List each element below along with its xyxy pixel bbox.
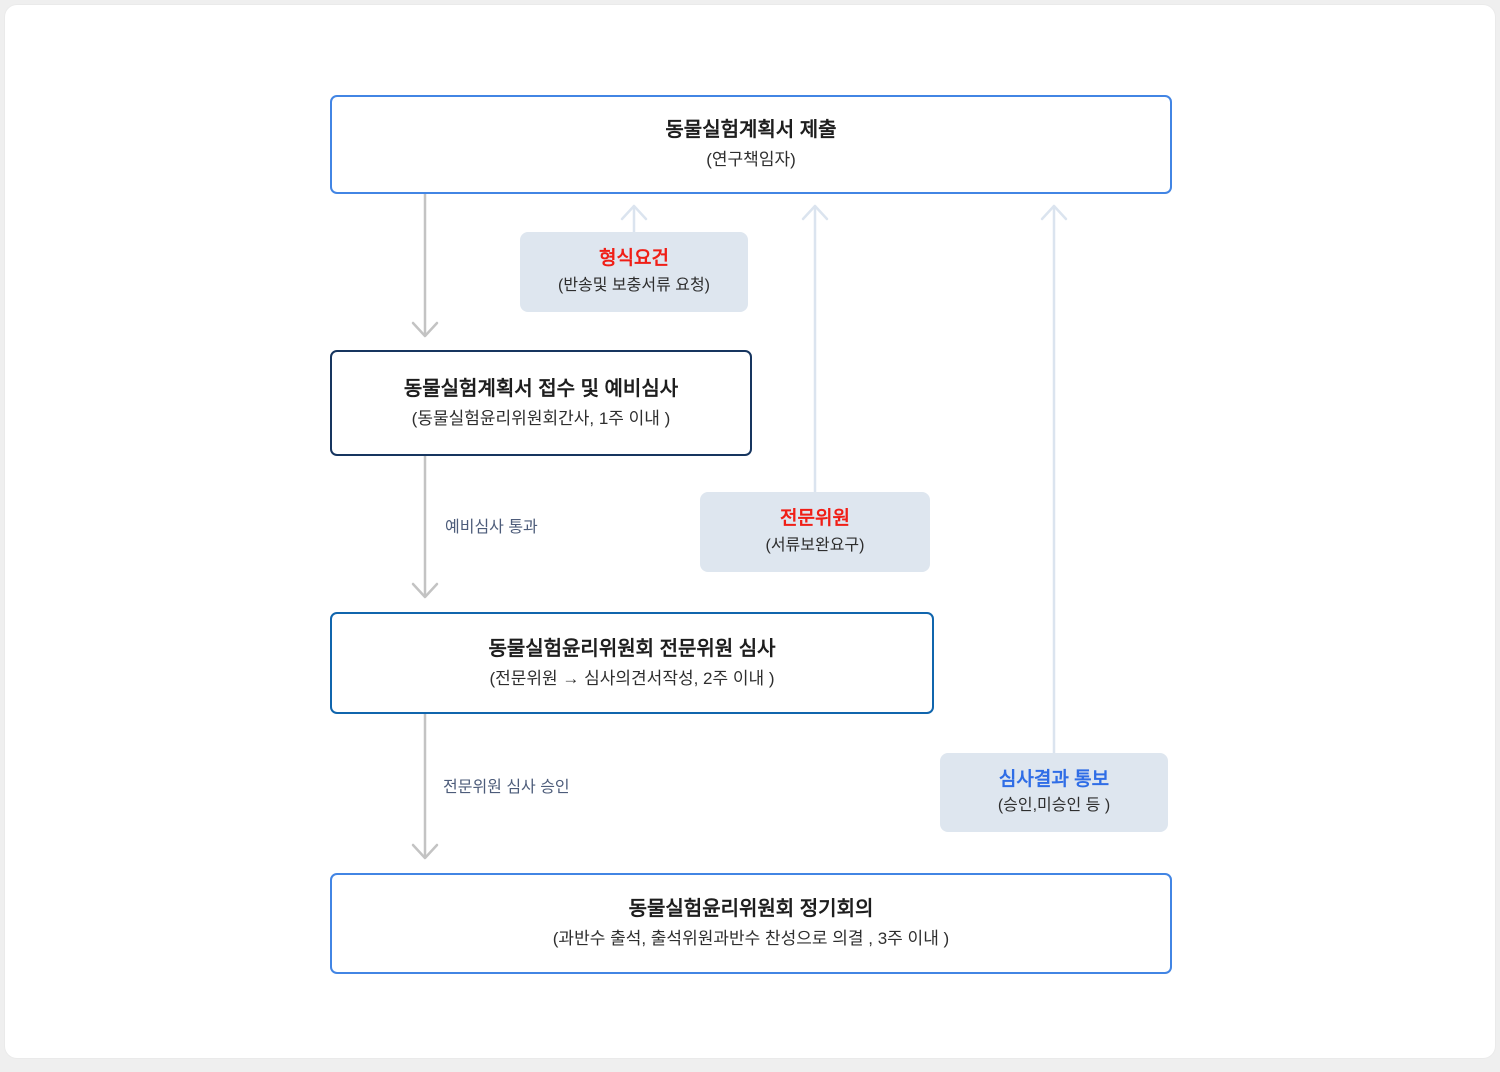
callout-formal-requirements: 형식요건 (반송및 보충서류 요청)	[520, 232, 748, 312]
step-title: 동물실험계획서 제출	[665, 119, 837, 142]
arrow-down-icon	[411, 451, 439, 599]
edge-label-expert-approval: 전문위원 심사 승인	[443, 779, 570, 796]
callout-title: 심사결과 통보	[998, 768, 1110, 790]
step-subtitle: (동물실험윤리위원회간사, 1주 이내 )	[411, 408, 671, 428]
step-submit-plan: 동물실험계획서 제출 (연구책임자)	[330, 95, 1172, 194]
arrow-up-icon	[801, 204, 829, 494]
callout-result-notification: 심사결과 통보 (승인,미승인 등 )	[940, 753, 1168, 832]
step-title: 동물실험계획서 접수 및 예비심사	[403, 377, 679, 400]
step-title: 동물실험윤리위원회 전문위원 심사	[488, 637, 776, 660]
step-subtitle: (전문위원 → 심사의견서작성, 2주 이내 )	[489, 668, 775, 688]
step-expert-review: 동물실험윤리위원회 전문위원 심사 (전문위원 → 심사의견서작성, 2주 이내…	[330, 612, 934, 714]
callout-title: 형식요건	[599, 248, 669, 270]
edge-label-preliminary-pass: 예비심사 통과	[445, 519, 538, 536]
step-receive-preliminary-review: 동물실험계획서 접수 및 예비심사 (동물실험윤리위원회간사, 1주 이내 )	[330, 350, 752, 456]
step-title: 동물실험윤리위원회 정기회의	[628, 898, 874, 921]
arrow-down-icon	[411, 709, 439, 860]
callout-expert-member: 전문위원 (서류보완요구)	[700, 492, 930, 572]
callout-subtitle: (승인,미승인 등 )	[997, 797, 1111, 815]
arrow-down-icon	[411, 189, 439, 338]
callout-title: 전문위원	[780, 508, 850, 530]
step-subtitle: (과반수 출석, 출석위원과반수 찬성으로 의결 , 3주 이내 )	[552, 929, 950, 949]
arrow-up-icon	[1040, 204, 1068, 755]
callout-subtitle: (반송및 보충서류 요청)	[557, 276, 711, 294]
callout-subtitle: (서류보완요구)	[765, 536, 865, 554]
step-subtitle: (연구책임자)	[706, 150, 796, 170]
step-regular-meeting: 동물실험윤리위원회 정기회의 (과반수 출석, 출석위원과반수 찬성으로 의결 …	[330, 873, 1172, 974]
arrow-up-icon	[620, 204, 648, 234]
